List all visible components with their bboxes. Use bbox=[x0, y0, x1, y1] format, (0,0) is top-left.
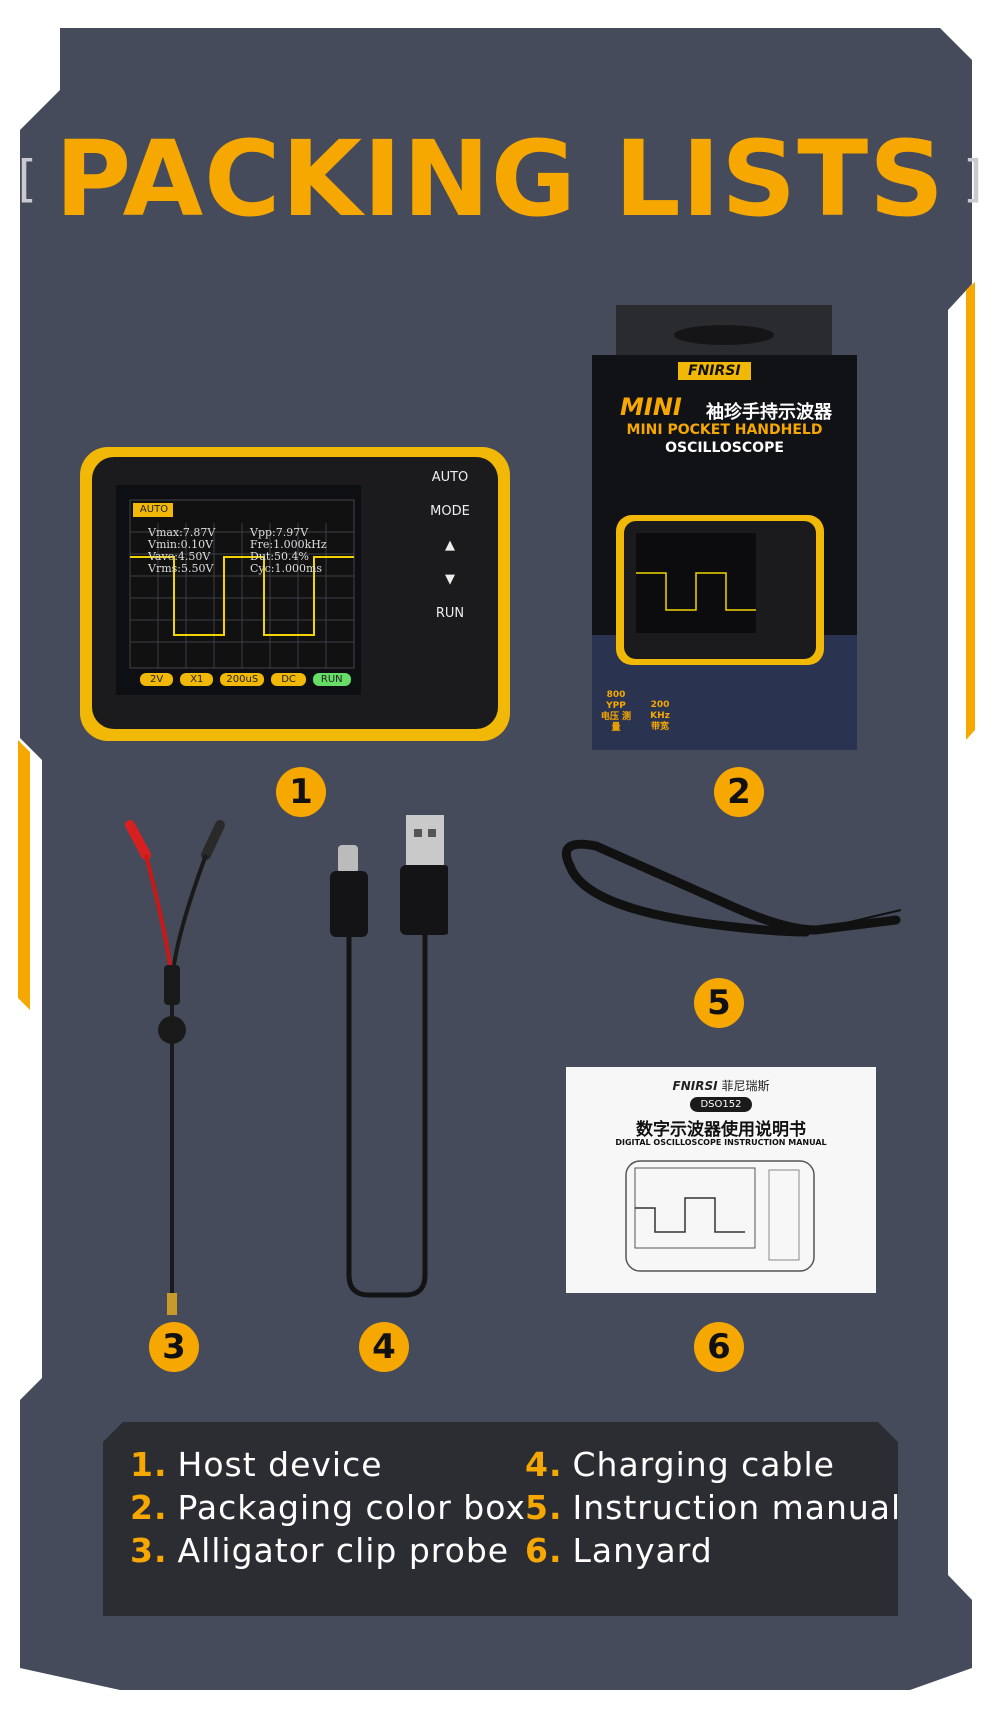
legend-item-6: 6.Lanyard bbox=[525, 1531, 713, 1570]
legend-item-2: 2.Packaging color box bbox=[130, 1488, 526, 1527]
reading-vrms: Vrms:5.50V bbox=[148, 562, 214, 575]
item-number-1: 1 bbox=[276, 767, 326, 817]
manual-en-title: DIGITAL OSCILLOSCOPE INSTRUCTION MANUAL bbox=[615, 1138, 827, 1147]
box-badge-right-top: 200 KHz bbox=[650, 700, 670, 721]
item-number-4: 4 bbox=[359, 1322, 409, 1372]
legend-num-2: 2. bbox=[130, 1488, 168, 1527]
page-title: [ PACKING LISTS] bbox=[0, 118, 1000, 240]
manual-cn-title: 数字示波器使用说明书 bbox=[636, 1120, 806, 1140]
item-number-3: 3 bbox=[149, 1322, 199, 1372]
bottom-bar-run: RUN bbox=[312, 673, 351, 686]
host-device-image bbox=[80, 447, 510, 741]
item-number-5: 5 bbox=[694, 978, 744, 1028]
legend-label-6: Lanyard bbox=[572, 1531, 713, 1570]
legend-label-2: Packaging color box bbox=[177, 1488, 526, 1527]
legend-label-1: Host device bbox=[177, 1445, 383, 1484]
legend-num-4: 4. bbox=[525, 1445, 563, 1484]
bottom-bar-time: 200uS bbox=[220, 673, 265, 686]
reading-vave: Vave:4.50V bbox=[148, 550, 211, 563]
bottom-bar-probe: X1 bbox=[180, 673, 214, 686]
screen-mode-tag: AUTO bbox=[139, 504, 169, 515]
legend-num-5: 5. bbox=[525, 1488, 563, 1527]
legend-num-1: 1. bbox=[130, 1445, 168, 1484]
device-mode-button: MODE bbox=[430, 504, 470, 519]
box-brand-logo: FNIRSI bbox=[678, 362, 751, 380]
box-subtitle-2: OSCILLOSCOPE bbox=[665, 440, 784, 456]
box-subtitle-1: MINI POCKET HANDHELD bbox=[626, 422, 823, 438]
item-number-6: 6 bbox=[694, 1322, 744, 1372]
legend-label-5: Instruction manual bbox=[572, 1488, 902, 1527]
probe-image bbox=[125, 820, 225, 1315]
legend-label-3: Alligator clip probe bbox=[177, 1531, 510, 1570]
manual-model: DSO152 bbox=[690, 1097, 752, 1112]
box-badge-right-bottom: 带宽 bbox=[650, 722, 669, 732]
legend-item-4: 4.Charging cable bbox=[525, 1445, 835, 1484]
reading-vmin: Vmin:0.10V bbox=[148, 538, 214, 551]
title-bracket-right: ] bbox=[963, 150, 983, 208]
packaging-box-image bbox=[592, 305, 857, 750]
reading-cyc: Cyc:1.000ms bbox=[250, 562, 323, 575]
reading-vpp: Vpp:7.97V bbox=[250, 526, 309, 539]
screen-bottom-bar: 2V X1 200uS DC RUN bbox=[140, 673, 351, 686]
accent-stripe-left bbox=[18, 740, 30, 1010]
reading-fre: Fre:1.000kHz bbox=[250, 538, 327, 551]
title-bracket-left: [ bbox=[17, 150, 37, 208]
device-run-button: RUN bbox=[435, 606, 465, 621]
accent-stripe-right bbox=[966, 282, 975, 740]
device-down-button: ▼ bbox=[445, 572, 455, 587]
legend: 1.Host device 2.Packaging color box 3.Al… bbox=[105, 1425, 900, 1613]
manual-device-sketch bbox=[625, 1160, 815, 1272]
legend-item-5: 5.Instruction manual bbox=[525, 1488, 901, 1527]
reading-dut: Dut:50.4% bbox=[250, 550, 309, 563]
bottom-bar-coupling: DC bbox=[271, 673, 306, 686]
box-cn-title: 袖珍手持示波器 bbox=[706, 402, 832, 423]
manual-brand: FNIRSI bbox=[672, 1079, 718, 1093]
manual-brand-cn: 菲尼瑞斯 bbox=[721, 1079, 770, 1093]
title-text: PACKING LISTS bbox=[54, 118, 946, 240]
legend-item-1: 1.Host device bbox=[130, 1445, 383, 1484]
device-up-button: ▲ bbox=[445, 538, 455, 553]
legend-num-6: 6. bbox=[525, 1531, 563, 1570]
bottom-bar-volt: 2V bbox=[140, 673, 174, 686]
legend-panel bbox=[103, 1422, 898, 1616]
legend-item-3: 3.Alligator clip probe bbox=[130, 1531, 509, 1570]
manual-brand-row: FNIRSI 菲尼瑞斯 bbox=[566, 1077, 876, 1094]
legend-label-4: Charging cable bbox=[572, 1445, 835, 1484]
legend-num-3: 3. bbox=[130, 1531, 168, 1570]
box-model-word: MINI bbox=[620, 393, 682, 421]
box-badge-left-bottom: 电压 测量 bbox=[600, 712, 632, 733]
usb-cable-image bbox=[330, 815, 448, 1298]
device-auto-button: AUTO bbox=[431, 470, 469, 485]
item-number-2: 2 bbox=[714, 767, 764, 817]
lanyard-image bbox=[561, 839, 902, 937]
box-badge-left-top: 800 YPP bbox=[606, 690, 626, 711]
reading-vmax: Vmax:7.87V bbox=[148, 526, 216, 539]
